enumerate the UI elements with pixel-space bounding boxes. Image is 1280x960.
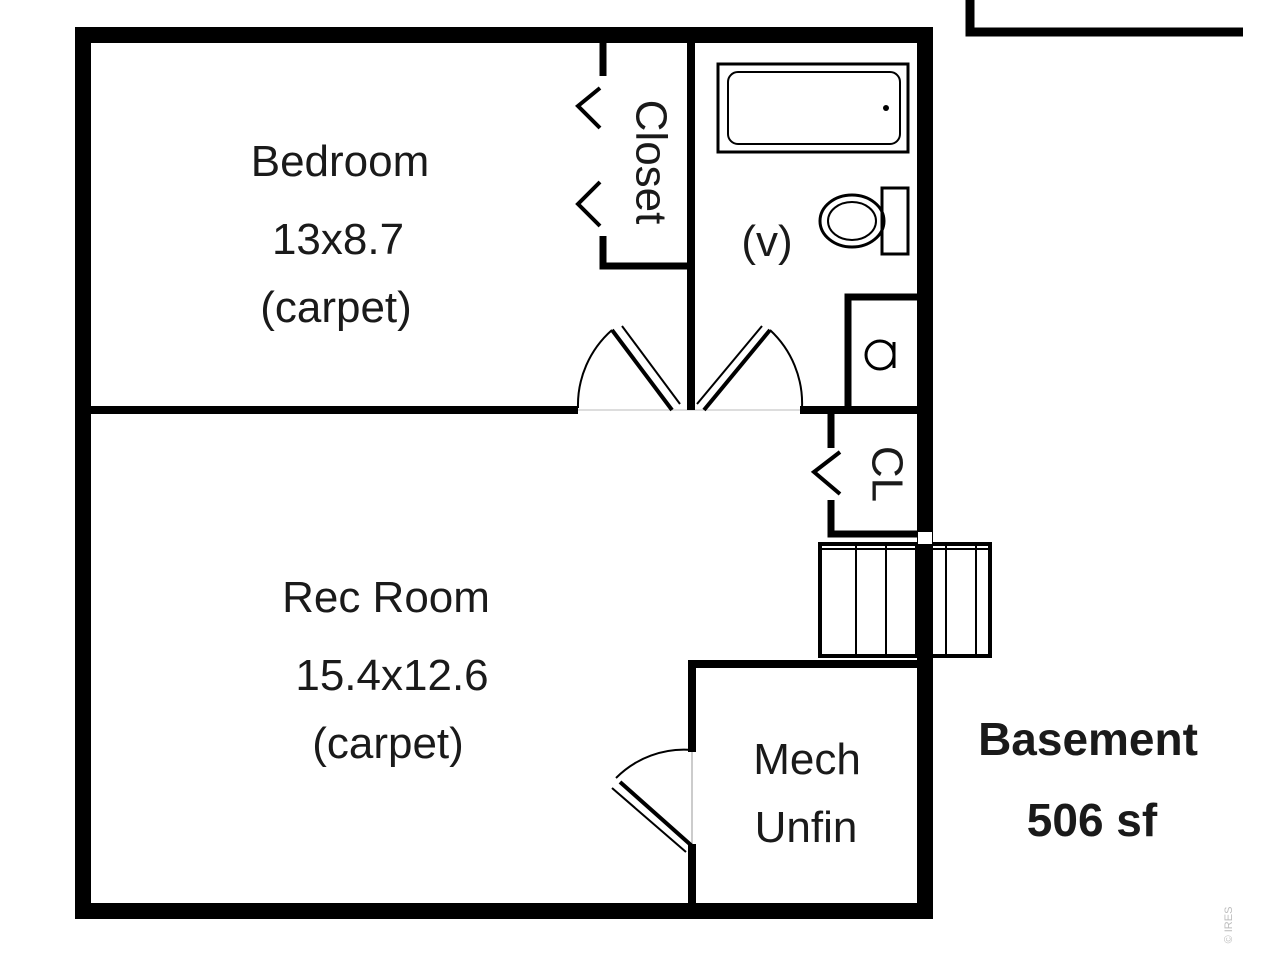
stairs [818, 542, 992, 658]
bedroom-name: Bedroom [251, 137, 430, 186]
mech-door-leaf [618, 780, 694, 848]
vanity-wall [844, 293, 917, 410]
bedroom-door-swing [576, 329, 613, 409]
cl-bifold-door [810, 450, 842, 496]
bath-note: (v) [741, 217, 792, 266]
sink-bowl [864, 339, 896, 371]
rec-room-name: Rec Room [282, 573, 490, 622]
wall-closet-south [599, 236, 691, 270]
bathtub-inner [727, 71, 901, 145]
level-name: Basement [978, 713, 1198, 765]
toilet-tank [880, 186, 910, 256]
bath-door-leaf-edge [696, 325, 763, 405]
toilet-seat [827, 201, 877, 241]
level-area: 506 sf [1027, 794, 1158, 846]
bathtub-drain [883, 105, 889, 111]
toilet-bowl [818, 193, 886, 249]
mech-door-leaf-edge [611, 787, 687, 853]
closet-bifold-door-1 [575, 86, 602, 130]
bedroom-floor: (carpet) [260, 283, 412, 332]
adjacent-structure-outline [965, 0, 1243, 37]
bedroom-door-leaf-edge [621, 325, 681, 405]
closet-label: Closet [626, 100, 675, 225]
exterior-wall [75, 27, 933, 919]
bedroom-door-leaf [610, 328, 674, 412]
mech-door-swing [615, 748, 693, 779]
copyright-watermark: © IRES [1223, 907, 1235, 944]
mech-label-line2: Unfin [755, 803, 858, 852]
wall-cl-south [827, 500, 917, 538]
bath-door-swing [769, 329, 804, 409]
rec-room-floor: (carpet) [312, 719, 464, 768]
bathtub-outer [716, 62, 910, 154]
wall-mech [688, 660, 917, 752]
bedroom-size: 13x8.7 [272, 215, 404, 264]
rec-room-size: 15.4x12.6 [295, 651, 488, 700]
cl-label: CL [862, 446, 911, 502]
mech-label-line1: Mech [753, 735, 861, 784]
closet-bifold-door-2 [575, 180, 602, 228]
bath-door-leaf [702, 328, 772, 412]
